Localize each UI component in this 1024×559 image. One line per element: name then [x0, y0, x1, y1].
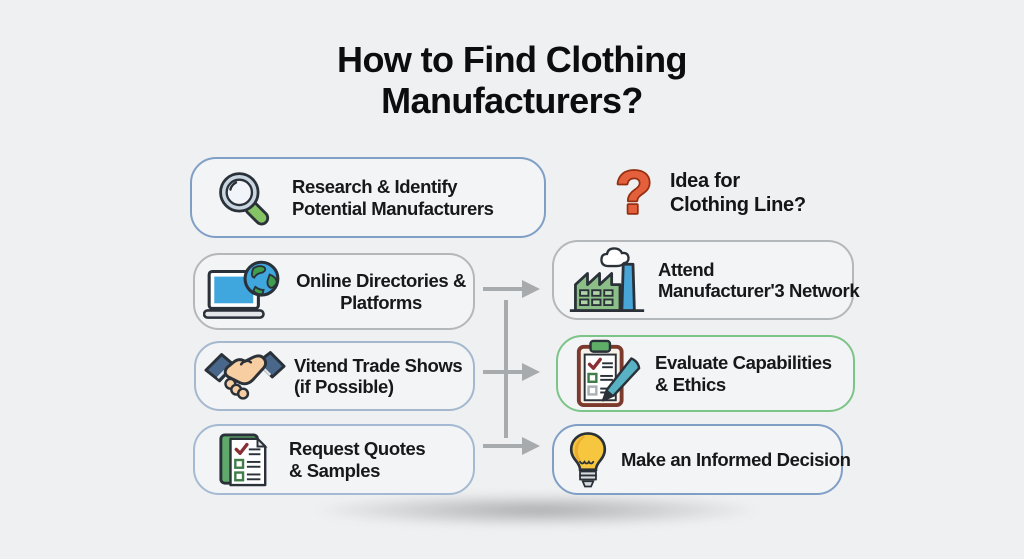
card-directories-line2: Platforms: [340, 291, 422, 313]
lightbulb-icon: [569, 431, 607, 487]
card-attend-network: Attend Manufacturer'3 Network: [552, 240, 860, 320]
factory-icon: [569, 247, 645, 313]
card-directories-text: Online Directories & Platforms: [289, 270, 473, 313]
card-quotes-text: Request Quotes & Samples: [289, 438, 426, 481]
flow-arrow-2: [483, 363, 540, 381]
question-mark-glyph: ?: [616, 162, 653, 226]
card-evaluate-line1: Evaluate Capabilities: [655, 352, 832, 374]
card-evaluate-text: Evaluate Capabilities & Ethics: [655, 352, 832, 395]
flow-arrow-1: [483, 280, 540, 298]
clipboard-pen-icon: [576, 339, 641, 407]
card-trade-line1: Vitend Trade Shows: [294, 354, 463, 376]
card-quotes-line2: & Samples: [289, 459, 380, 481]
card-directories-line1: Online Directories &: [296, 270, 466, 292]
flow-arrow-3: [483, 437, 540, 455]
card-attend-line2: Manufacturer'3 Network: [658, 280, 860, 301]
card-evaluate-capabilities: Evaluate Capabilities & Ethics: [556, 335, 855, 412]
handshake-icon: [204, 351, 286, 400]
idea-header-line1: Idea for: [670, 170, 740, 193]
card-attend-line1: Attend: [658, 258, 715, 280]
magnifier-icon: [219, 171, 270, 225]
card-informed-decision: Make an Informed Decision: [552, 424, 851, 495]
card-research-identify: Research & Identify Potential Manufactur…: [190, 157, 546, 238]
card-quotes-line1: Request Quotes: [289, 438, 426, 460]
card-decision-text: Make an Informed Decision: [621, 449, 851, 470]
card-attend-text: Attend Manufacturer'3 Network: [658, 258, 860, 302]
question-mark-icon: ?: [614, 162, 654, 226]
page-title: How to Find Clothing Manufacturers?: [0, 39, 1024, 121]
idea-header: ? Idea for Clothing Line?: [612, 162, 806, 226]
page-title-line1: How to Find Clothing: [337, 39, 688, 80]
idea-header-text: Idea for Clothing Line?: [670, 170, 806, 217]
card-decision-line1: Make an Informed Decision: [621, 448, 851, 470]
card-research-line2: Potential Manufacturers: [292, 197, 494, 219]
checklist-icon: [219, 432, 268, 486]
idea-header-line2: Clothing Line?: [670, 194, 806, 216]
card-evaluate-line2: & Ethics: [655, 373, 726, 395]
card-trade-line2: (if Possible): [294, 376, 394, 397]
floor-shadow: [225, 490, 850, 538]
laptop-globe-icon: [203, 260, 280, 319]
card-trade-text: Vitend Trade Shows (if Possible): [294, 354, 463, 398]
card-request-quotes: Request Quotes & Samples: [193, 424, 475, 495]
card-research-line1: Research & Identify: [292, 176, 458, 198]
card-online-directories: Online Directories & Platforms: [193, 253, 475, 330]
page-title-line2: Manufacturers?: [381, 79, 643, 121]
card-trade-shows: Vitend Trade Shows (if Possible): [194, 341, 475, 411]
card-research-text: Research & Identify Potential Manufactur…: [292, 176, 494, 219]
